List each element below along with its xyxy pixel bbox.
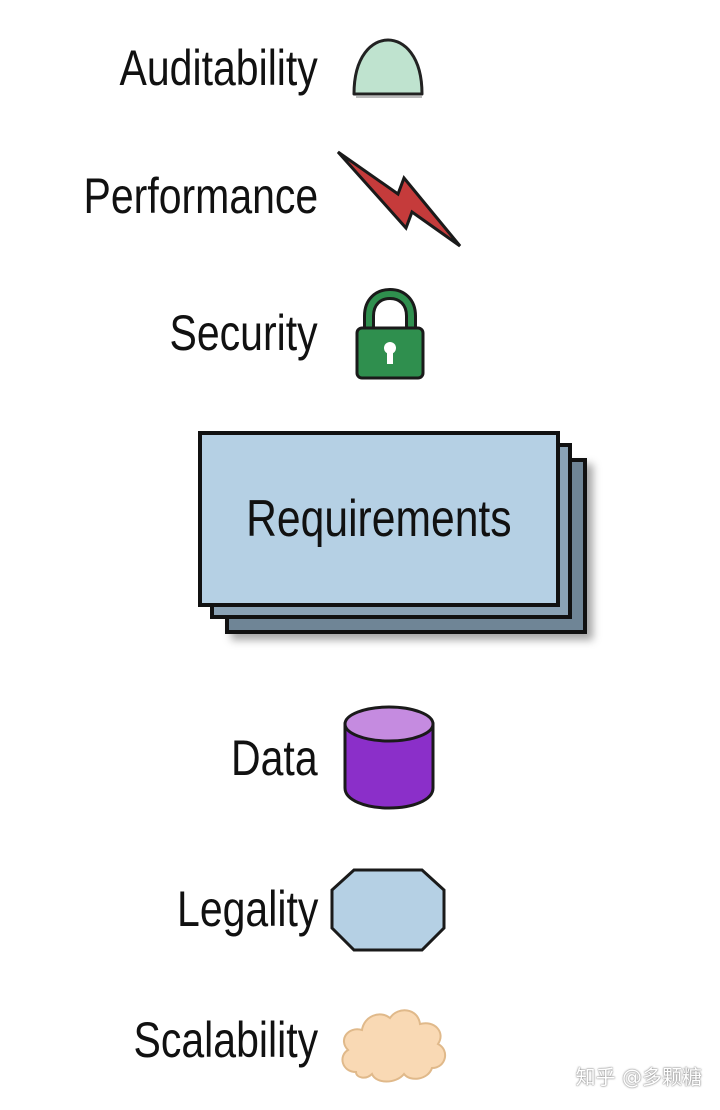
- cloud-icon: [341, 1009, 447, 1083]
- requirements-card: Requirements: [198, 431, 560, 607]
- requirements-stack: Requirements: [195, 428, 600, 646]
- padlock-icon: [355, 288, 425, 380]
- scalability-label: Scalability: [133, 1012, 318, 1068]
- lightning-bolt-icon: [336, 150, 462, 248]
- performance-label: Performance: [83, 168, 318, 224]
- legality-label: Legality: [176, 881, 318, 937]
- watermark: 知乎 @多颗糖: [575, 1065, 702, 1089]
- data-label: Data: [231, 730, 318, 786]
- security-label: Security: [169, 305, 318, 361]
- dome-icon: [352, 38, 424, 98]
- octagon-icon: [330, 868, 446, 952]
- database-cylinder-icon: [343, 705, 435, 810]
- requirements-label: Requirements: [246, 490, 512, 548]
- auditability-label: Auditability: [119, 40, 318, 96]
